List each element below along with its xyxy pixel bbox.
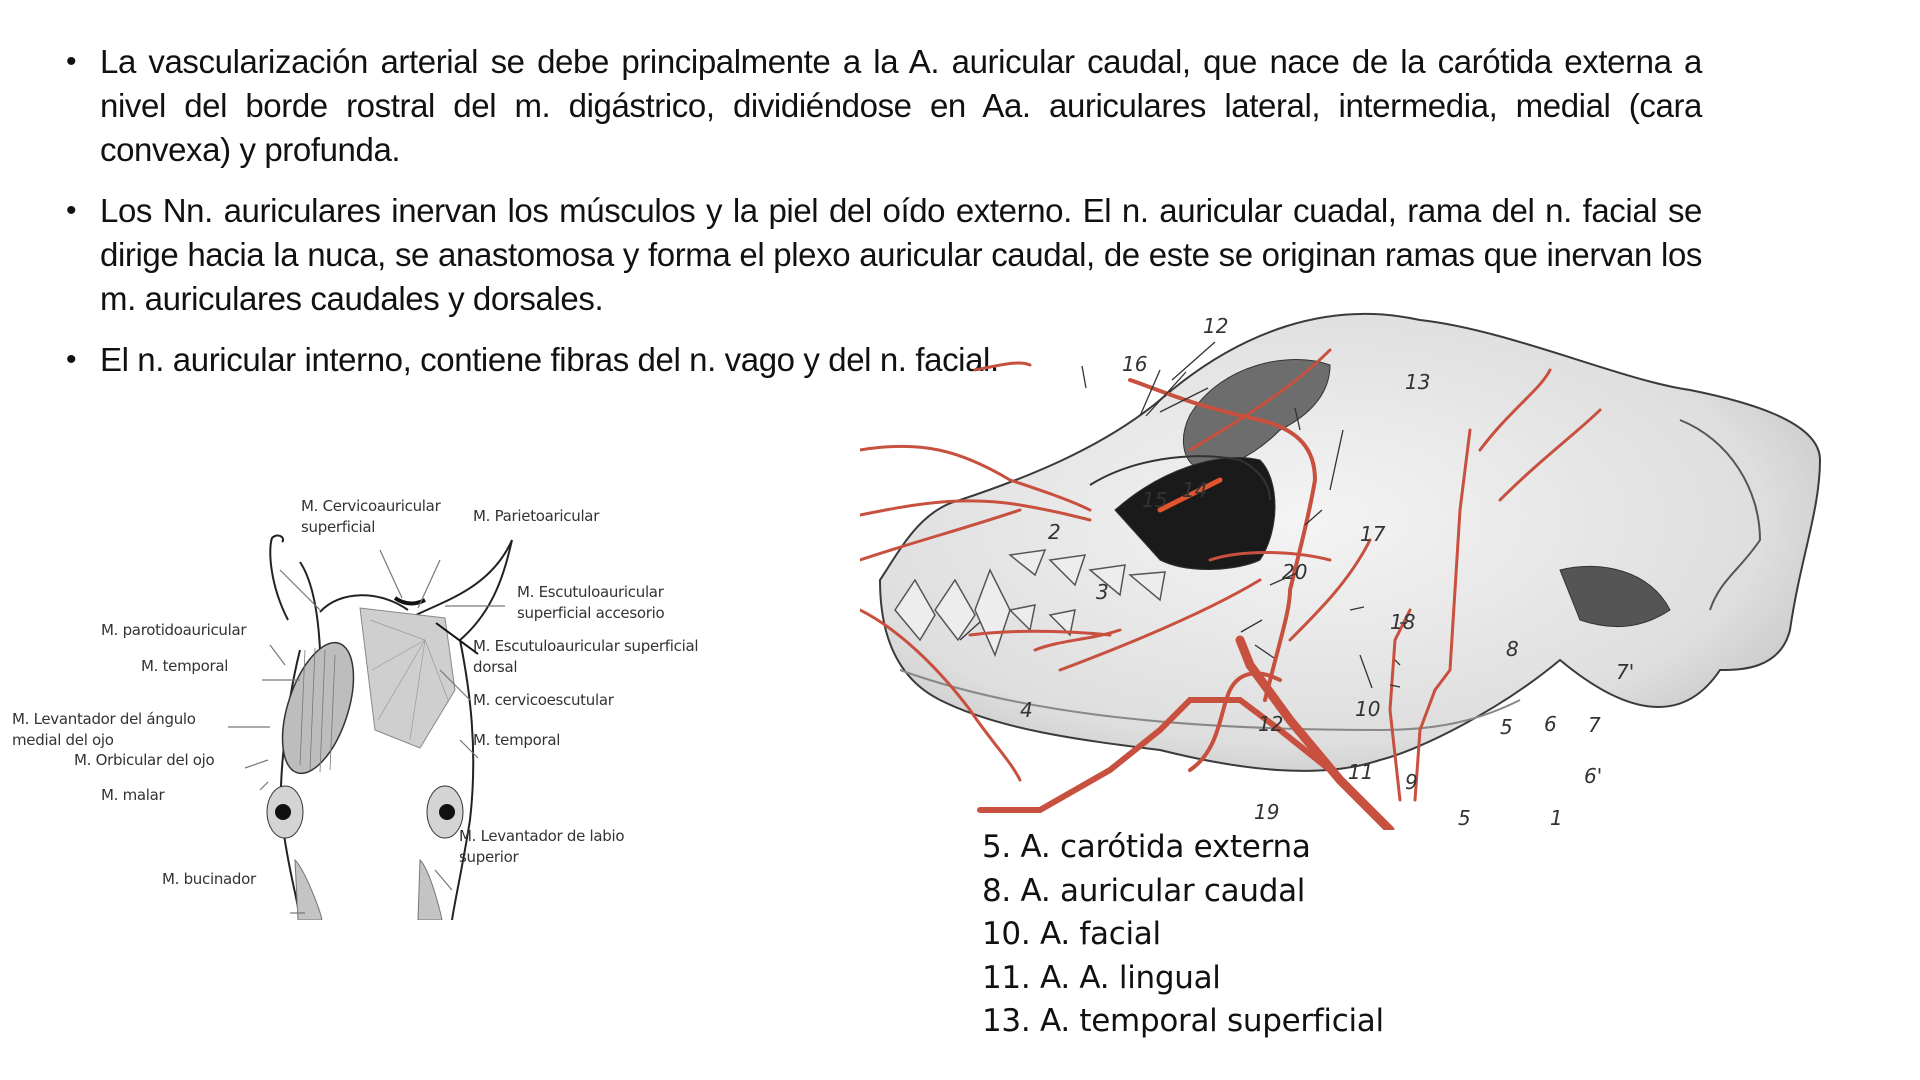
eye-right: [426, 785, 464, 839]
label-parotidoauricular: M. parotidoauricular: [101, 621, 247, 639]
legend-item: 8. A. auricular caudal: [982, 872, 1306, 909]
skull-number-21: 16: [1122, 352, 1148, 376]
eye-left: [266, 785, 304, 839]
legend-item: 11. A. A. lingual: [982, 959, 1221, 996]
skull-number-14: 12: [1203, 314, 1229, 338]
bullet-text: Los Nn. auriculares inervan los músculos…: [100, 192, 1702, 317]
head-dorsal-illustration: [228, 534, 513, 920]
label-malar: M. malar: [101, 786, 165, 804]
skull-number-15: 14: [1182, 478, 1208, 502]
bullet-dot-icon: •: [66, 343, 77, 376]
skull-number-5-upper: 5: [1500, 715, 1513, 739]
bullet-dot-icon: •: [66, 194, 77, 227]
label-escutuloauricular-dorsal: M. Escutuloauricular superficial dorsal: [473, 637, 699, 676]
skull-number-3: 3: [1096, 580, 1109, 604]
skull-number-6: 6: [1544, 712, 1557, 736]
legend-item: 13. A. temporal superficial: [982, 1003, 1384, 1039]
label-escutuloauricular-accesorio: M. Escutuloauricular superficial accesor…: [517, 583, 665, 622]
skull-number-16: 15: [1142, 488, 1168, 512]
artery-lingual: [977, 697, 1333, 813]
artery-temporal-superficial: [1128, 378, 1318, 702]
skull-number-2: 2: [1048, 520, 1061, 544]
skull-number-1: 1: [1550, 806, 1563, 830]
artery-carotid-external: [1235, 635, 1395, 830]
bullet-item: • La vascularización arterial se debe pr…: [62, 40, 1702, 172]
bullet-text: El n. auricular interno, contiene fibras…: [100, 341, 999, 378]
bullet-text: La vascularización arterial se debe prin…: [100, 43, 1702, 168]
skull-number-17: 17: [1360, 522, 1386, 546]
ear-muscles-diagram: M. Cervicoauricular superficial M. Parie…: [0, 490, 720, 920]
label-parietoauricular: M. Parietoaricular: [473, 507, 600, 525]
skull-number-20: 20: [1282, 560, 1308, 584]
skull-number-10: 10: [1355, 697, 1381, 721]
skull-number-7: 7: [1588, 713, 1601, 737]
skull-number-18: 18: [1390, 610, 1416, 634]
bullet-list: • La vascularización arterial se debe pr…: [62, 40, 1702, 399]
skull-number-11: 11: [1348, 760, 1374, 784]
bullet-item: • El n. auricular interno, contiene fibr…: [62, 338, 1150, 382]
skull-number-5-lower: 5: [1458, 806, 1471, 830]
legend-item: 10. A. facial: [982, 916, 1161, 952]
teeth: [894, 549, 1166, 658]
bullet-dot-icon: •: [66, 45, 77, 78]
orbit: [1182, 359, 1331, 471]
artery-legend: 5. A. carótida externa 8. A. auricular c…: [982, 826, 1384, 1044]
temporal-fossa: [1114, 456, 1276, 570]
arteries: [860, 348, 1602, 830]
artery-facial: [1188, 671, 1282, 772]
skull-number-8: 8: [1506, 637, 1519, 661]
artery-auricular-caudal: [1288, 538, 1372, 642]
label-cervicoauricular-superficial: M. Cervicoauricular superficial: [301, 497, 441, 536]
label-levantador-labio: M. Levantador de labio superior: [459, 827, 625, 866]
skull-illustration: [860, 312, 1822, 830]
skull-number-9: 9: [1405, 770, 1418, 794]
label-cervicoescutular: M. cervicoescutular: [473, 691, 614, 709]
skull-number-6-prime: 6': [1584, 764, 1603, 788]
skull-number-7-prime: 7': [1616, 660, 1635, 684]
skull-number-12: 12: [1258, 712, 1284, 736]
label-temporal-left: M. temporal: [141, 657, 229, 675]
skull-number-13: 13: [1405, 370, 1431, 394]
bullet-item: • Los Nn. auriculares inervan los múscul…: [62, 189, 1702, 321]
skull-arteries-diagram: 16 12 15 14 13 2 3 17 20 18 8 7' 10 4 12…: [860, 310, 1840, 830]
skull-number-19: 19: [1254, 800, 1280, 824]
label-temporal-right: M. temporal: [473, 731, 561, 749]
label-levantador-angulo-ojo: M. Levantador del ángulo medial del ojo: [12, 710, 196, 749]
legend-item: 5. A. carótida externa: [982, 829, 1311, 865]
label-bucinador: M. bucinador: [162, 870, 256, 888]
label-orbicular-ojo: M. Orbicular del ojo: [74, 751, 215, 769]
skull-number-4: 4: [1020, 698, 1033, 722]
